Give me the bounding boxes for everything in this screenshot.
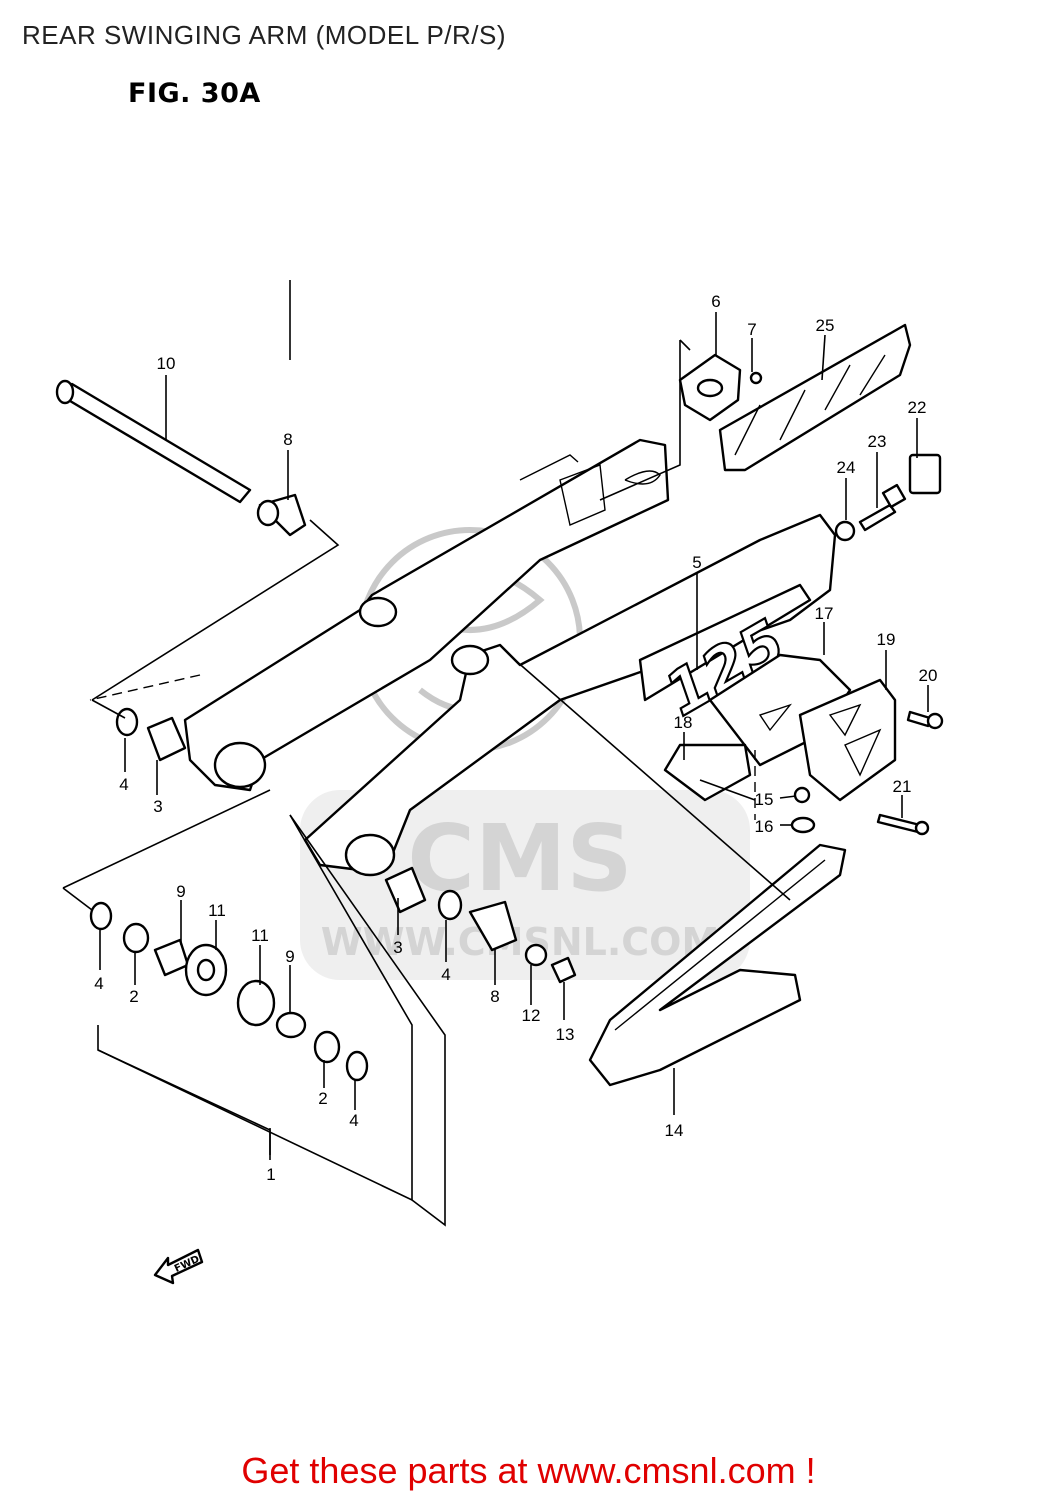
callout-4: 4 [119, 775, 128, 794]
part-22-nut [908, 453, 942, 495]
callout-15: 15 [755, 790, 774, 809]
callout-20: 20 [919, 666, 938, 685]
part-20-bolt [906, 710, 932, 728]
callout-16: 16 [755, 817, 774, 836]
callout-3: 3 [153, 797, 162, 816]
callout-17: 17 [815, 604, 834, 623]
part-25-decal [718, 323, 912, 472]
callout-18: 18 [674, 713, 693, 732]
part-15-bolt [793, 786, 811, 804]
callout-4: 4 [349, 1111, 358, 1130]
forward-direction-marker: FWD [153, 1248, 204, 1285]
callout-25: 25 [816, 316, 835, 335]
callout-2: 2 [129, 987, 138, 1006]
callout-9: 9 [285, 947, 294, 966]
part-18-bracket [663, 743, 752, 802]
callout-21: 21 [893, 777, 912, 796]
callout-22: 22 [908, 398, 927, 417]
callout-5: 5 [692, 553, 701, 572]
callout-4: 4 [94, 974, 103, 993]
callout-1: 1 [266, 1165, 275, 1184]
callout-labels: 1 2 2 3 3 4 4 4 4 5 6 7 8 8 9 9 10 11 11… [94, 292, 937, 1184]
assembly-lines [62, 280, 791, 1227]
callout-4: 4 [441, 965, 450, 984]
watermark-url: WWW.CMSNL.COM [321, 920, 720, 964]
callout-12: 12 [522, 1006, 541, 1025]
callout-11: 11 [251, 926, 269, 945]
callout-9: 9 [176, 882, 185, 901]
callout-24: 24 [837, 458, 856, 477]
part-10-pivot-shaft [58, 382, 252, 504]
callout-11: 11 [208, 901, 226, 920]
callout-6: 6 [711, 292, 720, 311]
callout-23: 23 [868, 432, 887, 451]
callout-7: 7 [747, 320, 756, 339]
part-24-nut [834, 520, 856, 542]
part-16-washer [790, 816, 816, 834]
callout-14: 14 [665, 1121, 684, 1140]
callout-8: 8 [283, 430, 292, 449]
figure-number: FIG. 30A [128, 78, 261, 109]
part-7-screw [749, 371, 763, 385]
callout-3: 3 [393, 938, 402, 957]
cms-watermark: CMS WWW.CMSNL.COM [300, 527, 750, 980]
part-23-bolt [858, 503, 897, 532]
part-14-chain-slider [588, 843, 847, 1087]
swingarm-body [183, 438, 837, 877]
leader-lines [99, 312, 929, 1160]
part-19-chain-guard-plate [798, 678, 897, 802]
callout-13: 13 [556, 1025, 575, 1044]
callout-19: 19 [877, 630, 896, 649]
part-21-bolt [876, 813, 922, 834]
diagram-title: REAR SWINGING ARM (MODEL P/R/S) [22, 20, 507, 50]
callout-8: 8 [490, 987, 499, 1006]
bearings-and-seals [89, 707, 577, 1082]
callout-2: 2 [318, 1089, 327, 1108]
callout-10: 10 [157, 354, 176, 373]
shop-link-banner[interactable]: Get these parts at www.cmsnl.com ! [241, 1450, 816, 1491]
